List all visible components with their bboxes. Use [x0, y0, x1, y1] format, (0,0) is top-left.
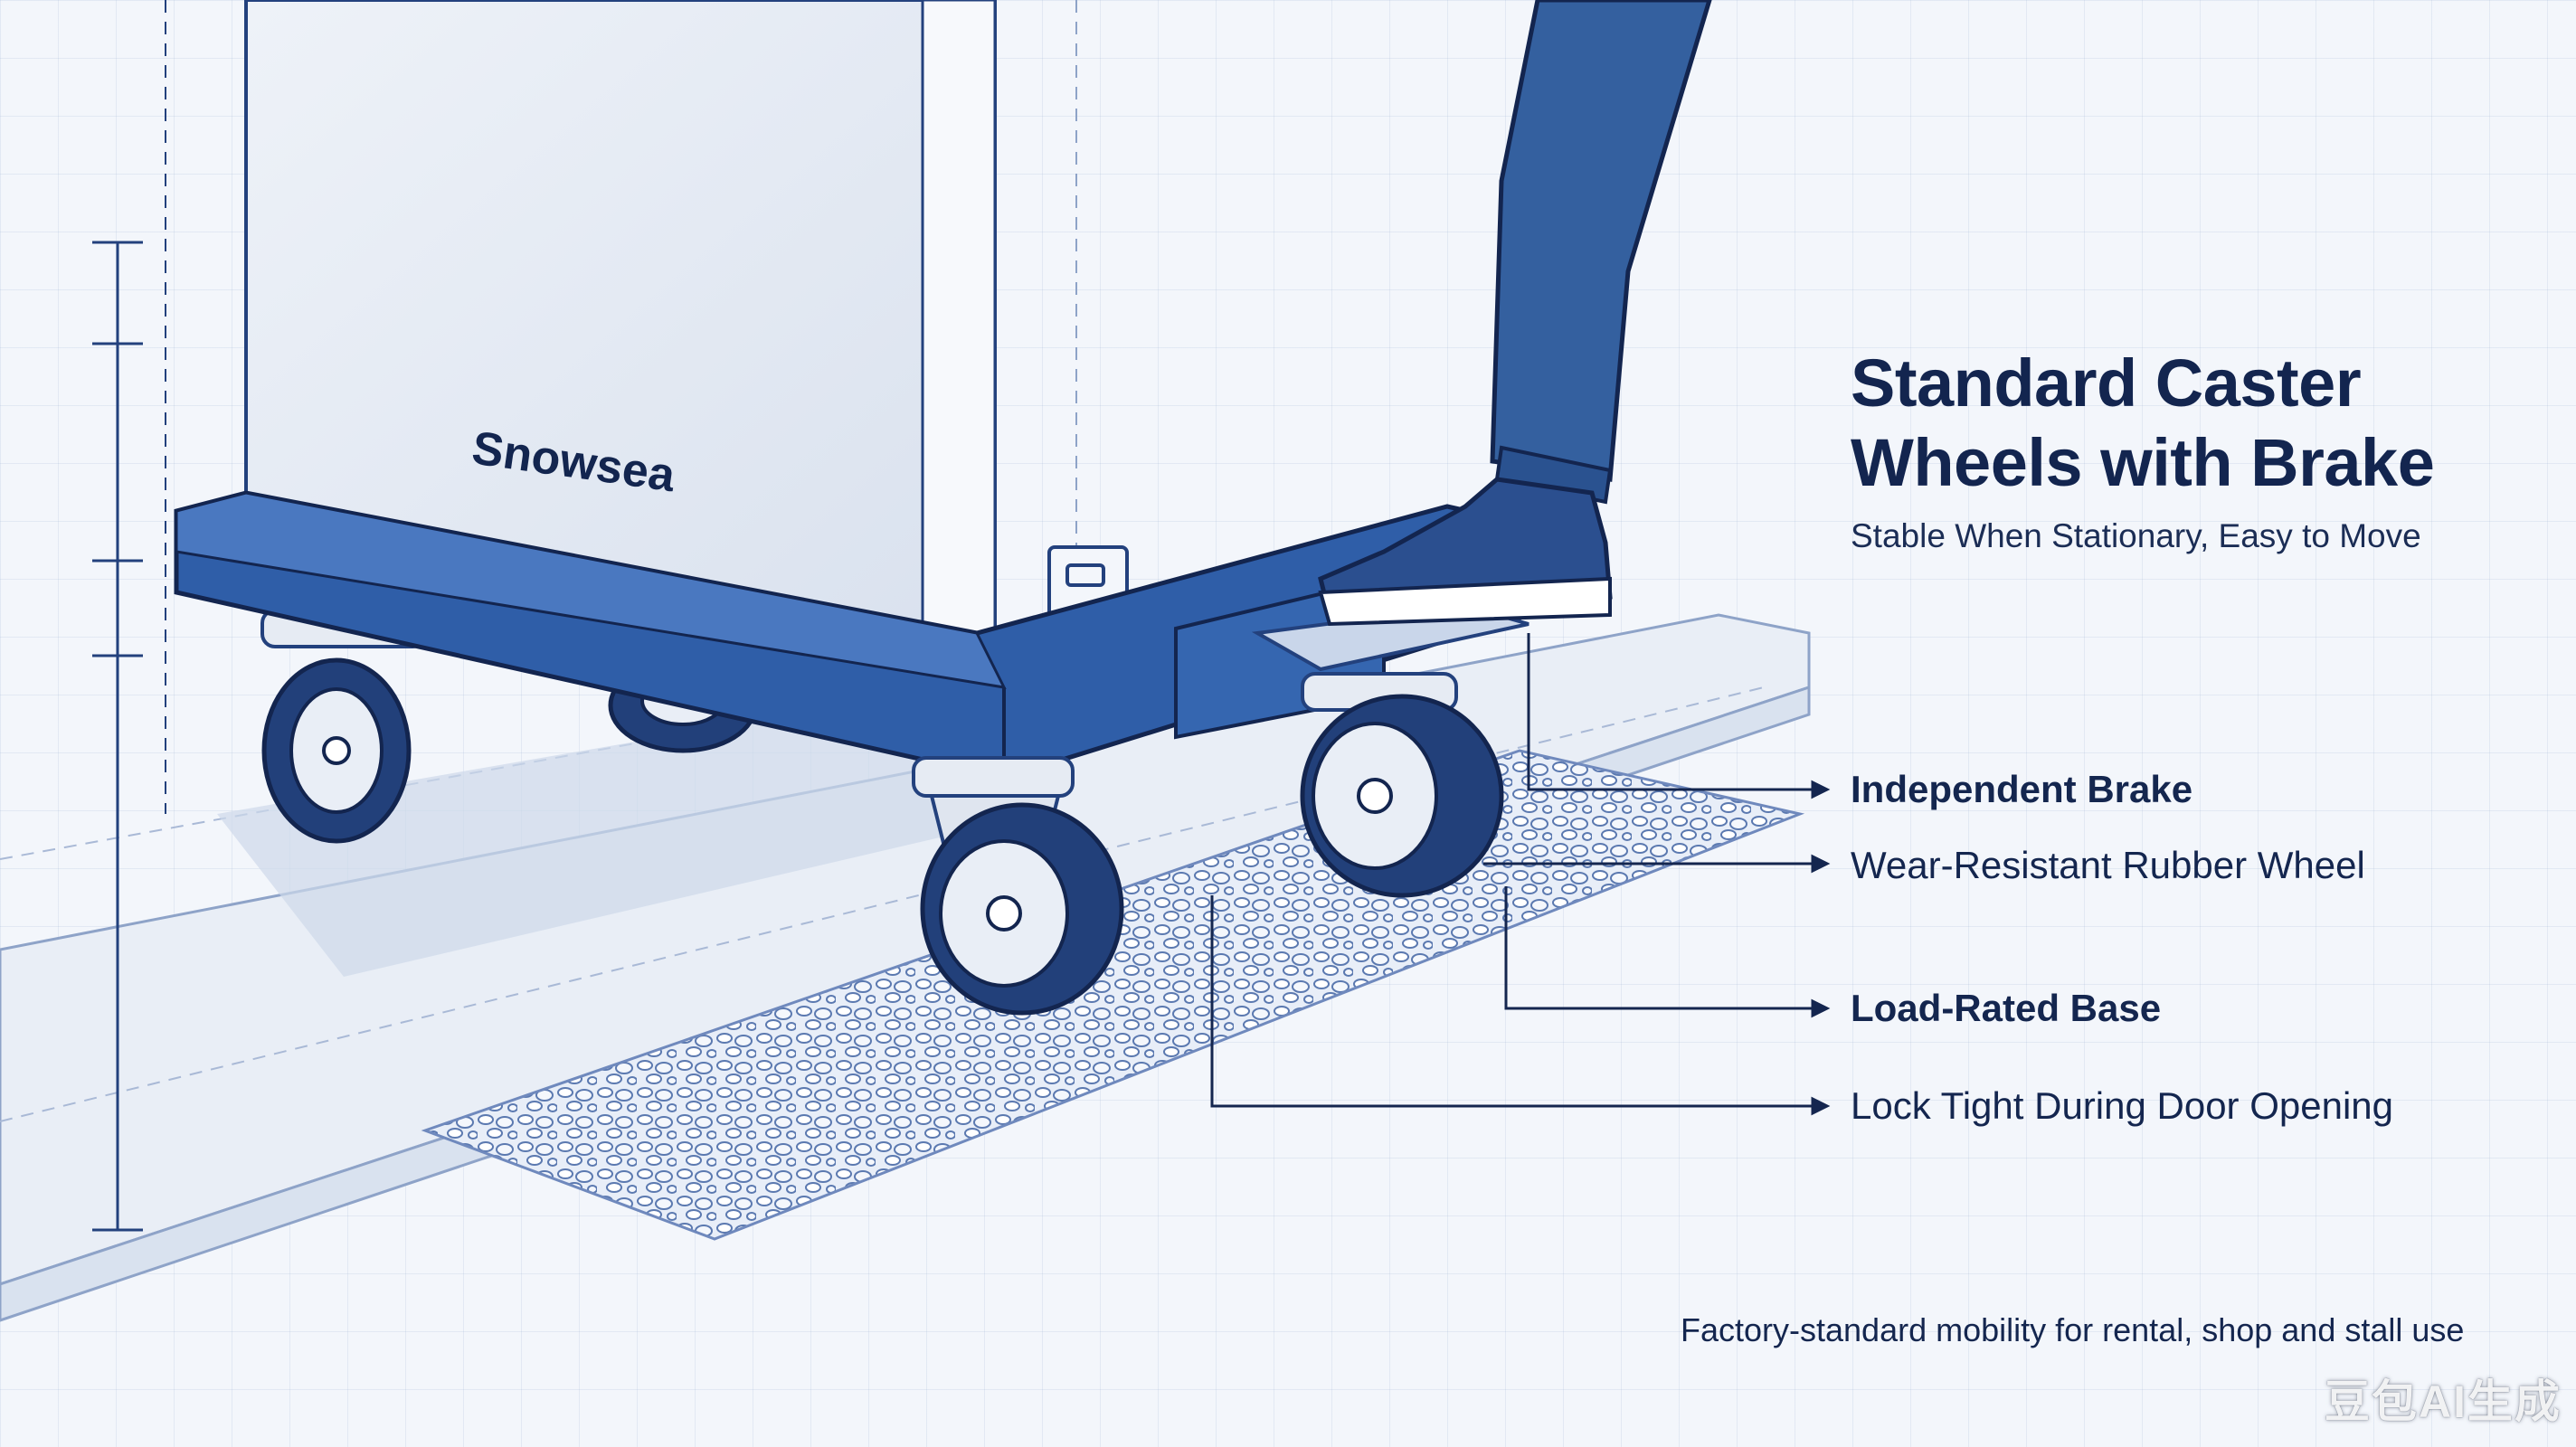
callout-rubber-wheel: Wear-Resistant Rubber Wheel	[1851, 844, 2365, 886]
brake-caster	[1251, 603, 1530, 898]
cabinet-shadow	[217, 687, 1040, 977]
title-line-2: Wheels with Brake	[1851, 425, 2435, 500]
person-leg	[1318, 0, 1712, 627]
front-caster	[912, 756, 1124, 1016]
footer-note: Factory-standard mobility for rental, sh…	[1681, 1311, 2465, 1348]
cabinet	[244, 0, 1129, 644]
watermark: 豆包AI生成	[2325, 1376, 2562, 1427]
callout-independent-brake: Independent Brake	[1851, 768, 2193, 810]
title-line-1: Standard Caster	[1851, 345, 2362, 421]
callout-load-rated-base: Load-Rated Base	[1851, 987, 2162, 1029]
page-subtitle: Stable When Stationary, Easy to Move	[1851, 517, 2421, 554]
dimension-lines	[92, 0, 166, 1232]
leader-lines	[1210, 633, 1831, 1116]
page-title: Standard Caster Wheels with Brake	[1851, 344, 2435, 503]
callout-lock-tight: Lock Tight During Door Opening	[1851, 1084, 2393, 1127]
